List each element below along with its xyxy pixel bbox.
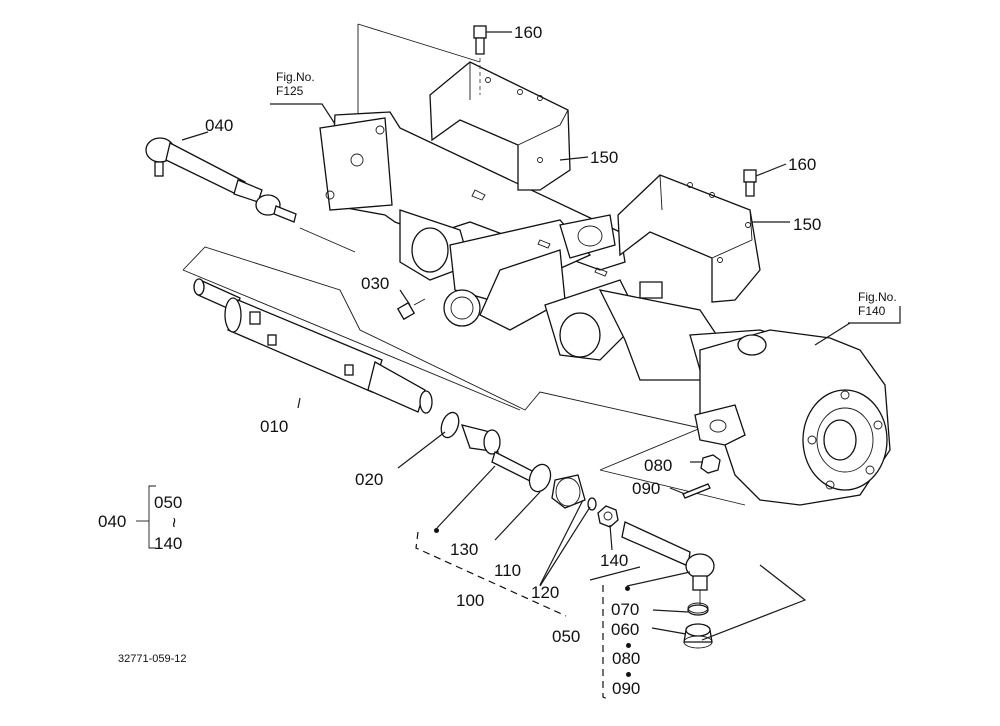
legend-040-parent: 040 [98,512,127,531]
callout-050: 050 [552,627,581,646]
callout-080-kit: 080 [612,649,641,668]
cover-150-left [429,61,571,191]
ring-110 [528,463,552,493]
boot-110 [551,474,586,509]
kit-marker-dot [434,528,439,533]
callout-120: 120 [531,583,560,602]
callout-140: 140 [600,551,629,570]
callout-080: 080 [644,456,673,475]
bracket-100 [415,531,567,617]
figure-ref-f140[interactable]: Fig.No. F140 [858,290,897,318]
tie-rod-end-040 [145,137,356,253]
snap-ring-020 [440,411,460,439]
callout-100: 100 [456,591,485,610]
bracket-040 [148,485,156,549]
cylinder-010 [193,278,433,414]
callout-110: 110 [494,561,522,580]
cotter-pin-090 [682,483,711,499]
tie-rod-end-050 [621,521,715,605]
callout-150-left: 150 [590,148,619,167]
kit-marker-dot [626,672,631,677]
callout-020: 020 [355,470,384,489]
ball-joint-130 [460,424,541,485]
figure-ref-number: F125 [276,84,304,98]
drawing-code: 32771-059-12 [118,653,187,665]
cover-150-right [617,174,761,303]
callout-030: 030 [361,274,390,293]
axle-housing [319,111,792,381]
callout-090-kit: 090 [612,679,641,698]
callout-010: 010 [260,417,289,436]
seal-060 [683,623,713,649]
callout-160-top: 160 [514,23,543,42]
bolt-030 [396,298,426,321]
nut-140 [597,505,619,528]
callout-060: 060 [611,620,640,639]
figure-ref-f125[interactable]: Fig.No. F125 [276,70,315,98]
callout-070: 070 [611,600,640,619]
nut-080 [700,454,721,474]
figure-ref-label: Fig.No. [276,70,315,84]
callout-040: 040 [205,116,234,135]
bolt-160-right [743,169,757,197]
legend-040-range-mark: ~ [163,517,184,528]
bracket-050 [602,585,611,701]
final-drive-hub [694,329,891,506]
figure-ref-number: F140 [858,304,886,318]
legend-040-to: 140 [154,534,183,553]
callout-150-right: 150 [793,215,822,234]
callout-090: 090 [632,479,661,498]
kit-marker-dot [626,643,631,648]
kit-marker-dot [625,586,630,591]
leader-lines [181,31,901,641]
legend-040-from: 050 [154,493,183,512]
ring-070 [687,602,709,616]
figure-ref-label: Fig.No. [858,290,897,304]
callout-160-right: 160 [788,155,817,174]
callout-130: 130 [450,540,479,559]
